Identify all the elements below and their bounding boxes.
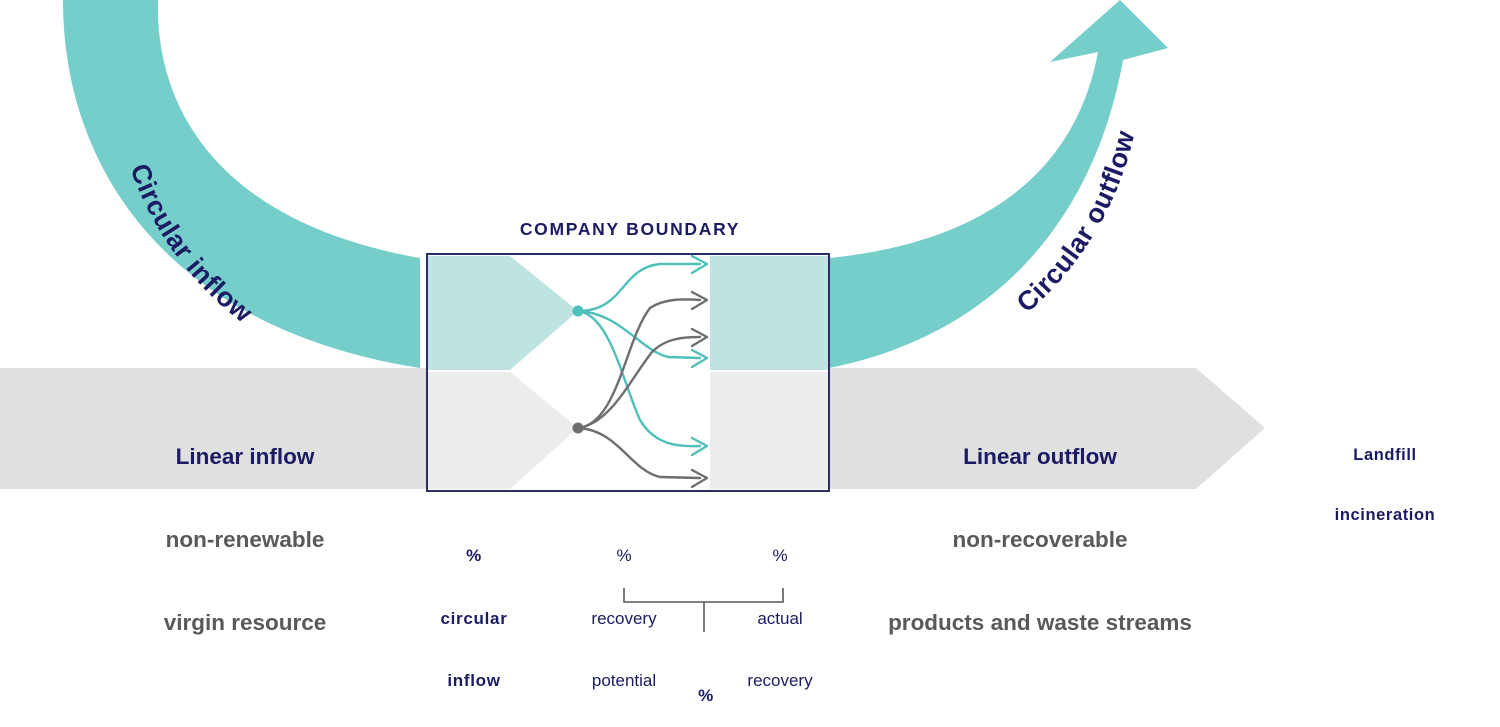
metric-circular-outflow-symbol: % <box>698 685 714 705</box>
linear-inflow-label-group: Linear inflow non-renewable virgin resou… <box>30 388 460 692</box>
linear-outflow-label-group: Linear outflow non-recoverable products … <box>790 388 1290 692</box>
metric-circular-inflow-line1: circular <box>440 608 508 628</box>
metric-actual-recovery-line2: recovery <box>747 671 813 691</box>
metric-circular-outflow: % circular outflow <box>626 644 786 727</box>
circular-inflow-chevron <box>428 256 578 370</box>
linear-outflow-line2: products and waste streams <box>888 610 1192 636</box>
linear-inflow-line2: virgin resource <box>163 610 327 636</box>
teal-flow-curves <box>576 262 702 448</box>
metric-recovery-potential-line1: recovery <box>591 608 657 628</box>
linear-outflow-line1: non-recoverable <box>952 527 1128 553</box>
linear-outflow-title: Linear outflow <box>963 444 1117 470</box>
metric-circular-inflow-line2: inflow <box>447 671 501 691</box>
metric-recovery-potential-symbol: % <box>616 545 632 565</box>
metric-recovery-potential-line2: potential <box>591 671 657 691</box>
landfill-line1: Landfill <box>1353 445 1417 464</box>
landfill-label-group: Landfill incineration <box>1285 404 1485 566</box>
metric-circular-inflow-symbol: % <box>466 545 482 565</box>
flow-arrowheads <box>690 254 709 489</box>
linear-inflow-chevron <box>428 372 578 489</box>
linear-outflow-block-inner <box>710 372 828 489</box>
landfill-line2: incineration <box>1334 506 1436 525</box>
circular-outflow-bracket <box>623 588 784 632</box>
company-boundary-label: COMPANY BOUNDARY <box>519 219 741 239</box>
metric-actual-recovery-line1: actual <box>757 608 803 628</box>
circular-inflow-arc <box>63 0 420 368</box>
circular-inflow-node <box>572 305 584 317</box>
gray-flow-curves <box>576 298 702 480</box>
metric-actual-recovery: % actual recovery <box>700 504 860 727</box>
metric-circular-inflow: % circular inflow <box>394 504 554 727</box>
actual-recovery-block <box>710 256 828 370</box>
linear-inflow-line1: non-renewable <box>165 527 325 553</box>
linear-inflow-title: Linear inflow <box>175 444 315 470</box>
metric-actual-recovery-symbol: % <box>772 545 788 565</box>
linear-inflow-node <box>572 422 584 434</box>
circular-outflow-arc <box>829 0 1168 368</box>
metric-recovery-potential: % recovery potential <box>544 504 704 727</box>
